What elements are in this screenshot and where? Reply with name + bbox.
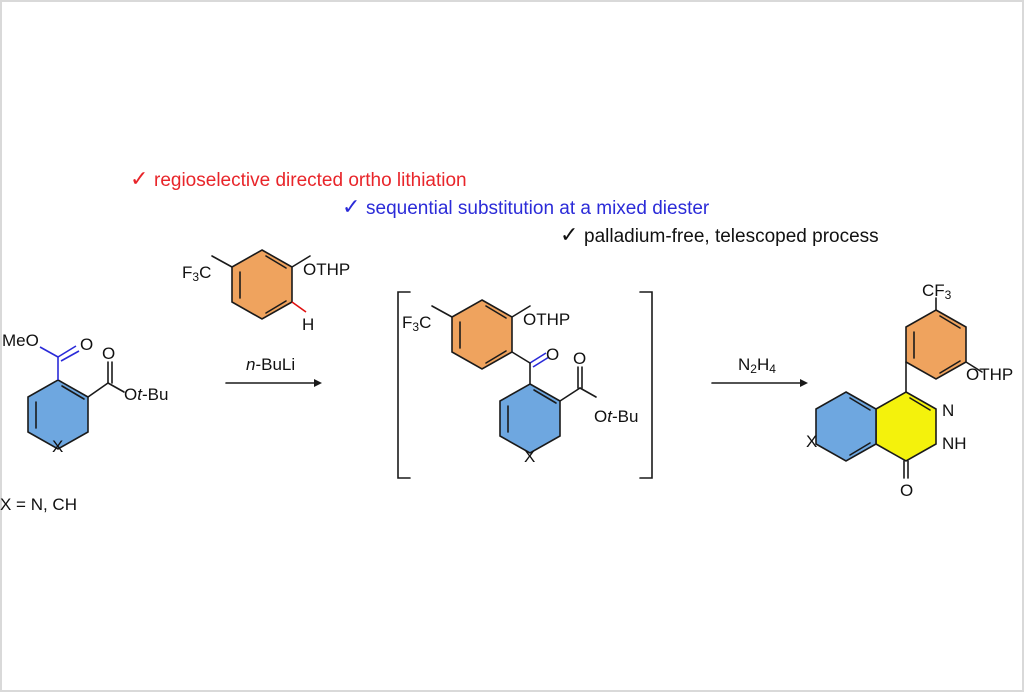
reaction-arrow-1: n-BuLi xyxy=(225,355,322,387)
nh-label: NH xyxy=(942,434,967,453)
pyridine-ring xyxy=(815,391,877,462)
cf3-label: F3C xyxy=(182,263,211,284)
othp-label: OTHP xyxy=(303,260,350,279)
ester-bond xyxy=(559,387,581,402)
cf3-label: F3C xyxy=(402,313,431,334)
highlight-3: ✓ palladium-free, telescoped process xyxy=(560,222,879,247)
n-label: N xyxy=(942,401,954,420)
cf3-label: CF3 xyxy=(922,281,952,302)
pyridazinone-ring xyxy=(875,391,937,462)
ring-inner-bond xyxy=(265,300,287,314)
aryl-ring xyxy=(905,309,967,380)
ester2-o-label: O xyxy=(102,344,115,363)
cf3-bond xyxy=(431,305,453,318)
ester2-bond xyxy=(107,382,125,393)
bracket-left xyxy=(397,291,411,479)
aryl-reagent: F3C OTHP H xyxy=(182,249,350,334)
intermediate: F3C OTHP O O Ot-Bu X xyxy=(397,291,653,479)
ring-inner-bond xyxy=(939,315,961,329)
highlight-3-text: palladium-free, telescoped process xyxy=(584,226,879,247)
ring-x-label: X xyxy=(806,432,817,451)
ester2-bond xyxy=(87,382,109,398)
check-icon: ✓ xyxy=(560,222,578,247)
othp-label: OTHP xyxy=(966,365,1013,384)
h-label: H xyxy=(302,315,314,334)
othp-bond xyxy=(291,255,311,268)
ester-label: MeO xyxy=(2,331,39,350)
ester2-label: Ot-Bu xyxy=(124,385,168,404)
ring-inner-bond xyxy=(849,442,871,456)
check-icon: ✓ xyxy=(342,194,360,219)
ring-inner-bond xyxy=(265,255,287,269)
highlight-2-text: sequential substitution at a mixed diest… xyxy=(366,198,710,219)
carbonyl-o-label: O xyxy=(80,335,93,354)
carbonyl-o-label: O xyxy=(900,481,913,500)
ring-inner-bond xyxy=(61,385,85,400)
x-definition: X = N, CH xyxy=(0,495,77,514)
bracket-right xyxy=(639,291,653,479)
ketone-carbonyl-bond xyxy=(529,352,547,364)
ketone-carbonyl-bond xyxy=(532,356,550,368)
ring-inner-bond xyxy=(909,397,931,411)
carbonyl-bond xyxy=(60,350,80,362)
carbonyl-bond xyxy=(57,345,77,358)
ring-inner-bond xyxy=(939,360,961,374)
highlight-1: ✓ regioselective directed ortho lithiati… xyxy=(130,166,467,191)
ring-inner-bond xyxy=(533,389,557,404)
pyridine-ring xyxy=(499,383,561,454)
othp-bond xyxy=(965,361,983,373)
highlight-1-text: regioselective directed ortho lithiation xyxy=(154,170,467,191)
cf3-bond xyxy=(211,255,233,268)
hydrazine-label: N2H4 xyxy=(738,355,776,376)
ester-bond xyxy=(39,346,59,358)
ketone-bond xyxy=(511,351,531,364)
starting-material: MeO O O Ot-Bu X X = N, CH xyxy=(0,331,168,514)
ester-o-label: O xyxy=(573,349,586,368)
product: CF3 OTHP N NH O X xyxy=(806,281,1013,500)
ring-x-label: X xyxy=(52,437,63,456)
aryl-ring xyxy=(231,249,293,320)
ring-inner-bond xyxy=(485,305,507,319)
ring-x-label: X xyxy=(524,447,535,466)
aryl-ring xyxy=(451,299,513,370)
base-label: n-BuLi xyxy=(246,355,295,374)
ring-inner-bond xyxy=(849,397,871,411)
h-bond xyxy=(291,301,307,313)
othp-label: OTHP xyxy=(523,310,570,329)
othp-bond xyxy=(511,305,531,318)
check-icon: ✓ xyxy=(130,166,148,191)
ketone-o-label: O xyxy=(546,345,559,364)
highlight-2: ✓ sequential substitution at a mixed die… xyxy=(342,194,710,219)
reaction-arrow-2: N2H4 xyxy=(711,355,808,387)
ester-bond xyxy=(579,387,597,398)
ring-inner-bond xyxy=(485,350,507,364)
ester-label: Ot-Bu xyxy=(594,407,638,426)
